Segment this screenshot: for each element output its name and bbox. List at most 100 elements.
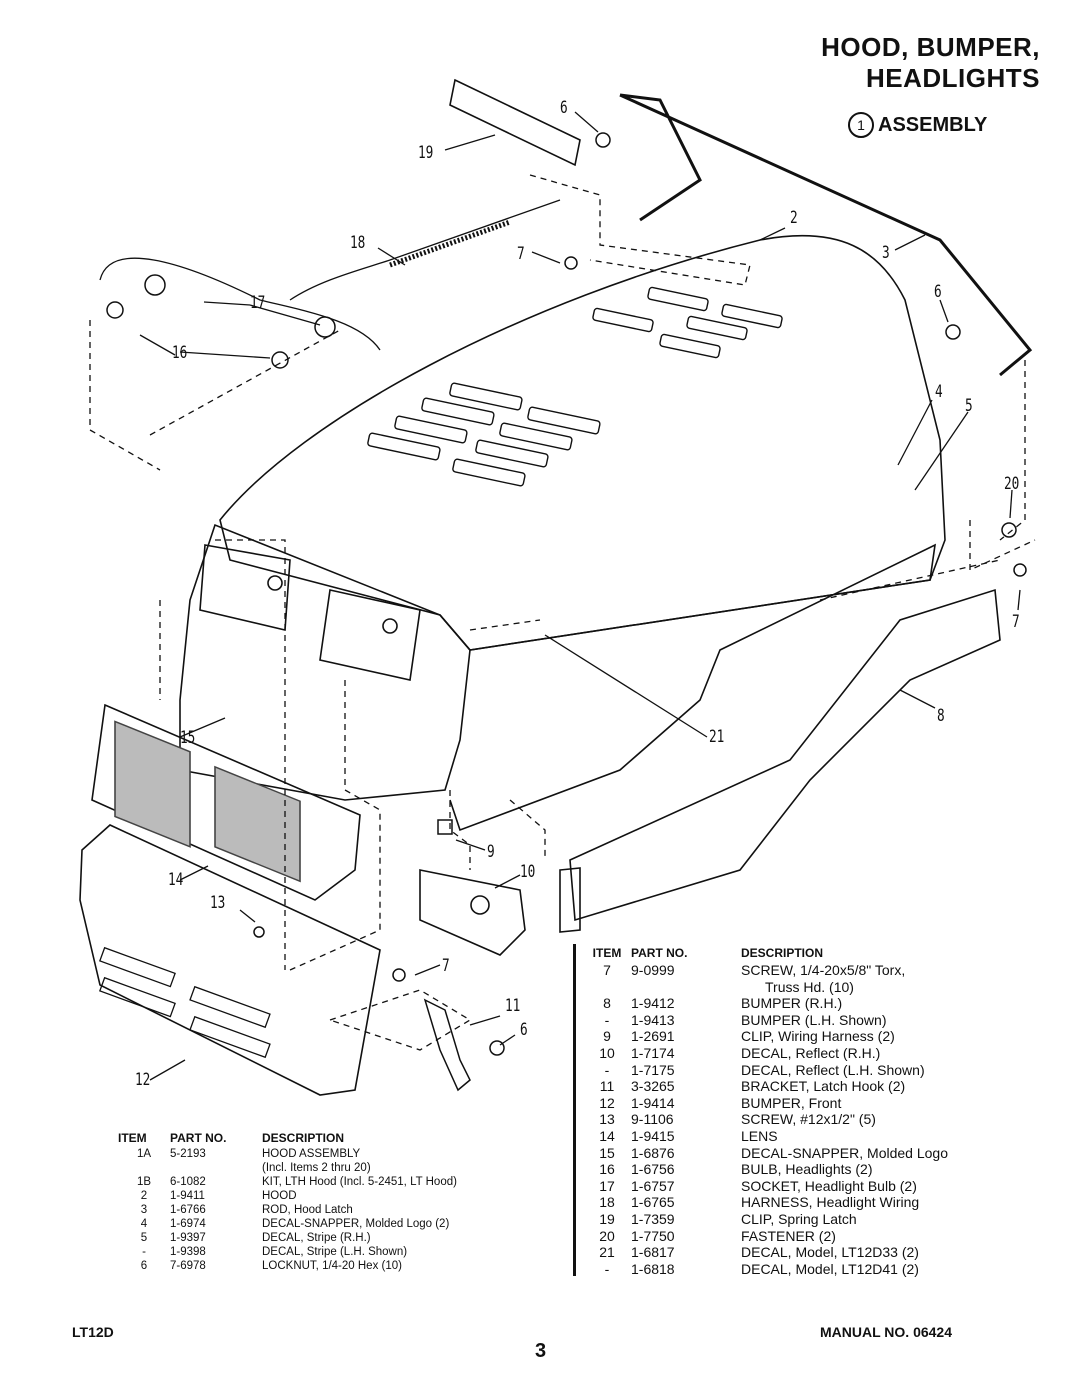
part-number-cell: 1-9411 (170, 1190, 205, 1202)
table-row: 10 1-7174 DECAL, Reflect (R.H.) (583, 1045, 948, 1062)
item-cell: 20 (599, 1227, 615, 1244)
part-number-cell: 1-2691 (631, 1028, 675, 1045)
callout-2: 2 (790, 208, 798, 228)
part-number-cell: 1-6817 (631, 1244, 675, 1261)
callout-6-right: 6 (934, 282, 942, 302)
hood-front-grille-housing (179, 523, 471, 801)
part-number-cell: 9-1106 (631, 1111, 674, 1128)
hood-side-panel (439, 543, 937, 832)
assembly-number-badge: 1 (848, 112, 874, 138)
column-header-description: DESCRIPTION (741, 946, 824, 960)
reflect-decal (419, 869, 526, 956)
part-number-cell: 1-9414 (631, 1094, 675, 1111)
part-number-cell: 1-9413 (631, 1011, 675, 1028)
callout-18: 18 (350, 233, 366, 253)
headlight-bulb-hole-left (267, 575, 283, 591)
part-number-cell: 1-7750 (631, 1227, 675, 1244)
callout-7-bottom: 7 (442, 956, 450, 976)
front-bumper (79, 824, 381, 1096)
callout-12: 12 (135, 1070, 151, 1090)
callout-20: 20 (1004, 474, 1020, 494)
description-cell: DECAL, Stripe (L.H. Shown) (262, 1246, 408, 1258)
part-number-cell (170, 1161, 262, 1175)
item-cell: 19 (599, 1210, 615, 1227)
callout-6-top: 6 (560, 98, 568, 118)
item-cell: 9 (603, 1028, 611, 1045)
callout-19: 19 (418, 143, 434, 163)
table-row: 7 9-0999 SCREW, 1/4-20x5/8" Torx, (583, 962, 948, 979)
item-cell: 3 (140, 1204, 148, 1216)
table-row: (Incl. Items 2 thru 20) (118, 1161, 457, 1175)
callout-14: 14 (168, 870, 184, 890)
item-cell: 5 (140, 1232, 148, 1244)
model-number: LT12D (72, 1324, 114, 1340)
table-row: 6 7-6978 LOCKNUT, 1/4-20 Hex (10) (118, 1259, 457, 1273)
description-cell: BUMPER (L.H. Shown) (741, 1011, 887, 1028)
description-cell: DECAL, Reflect (R.H.) (741, 1044, 881, 1061)
item-cell: 2 (140, 1190, 148, 1202)
lens-grille-left (114, 720, 191, 848)
harness-coil (389, 219, 511, 268)
description-cell: Truss Hd. (10) (765, 978, 854, 995)
callout-8: 8 (937, 706, 945, 726)
item-cell: 1B (136, 1176, 152, 1188)
headlight-bulb-hole-right (382, 618, 398, 634)
description-cell: DECAL, Model, LT12D41 (2) (741, 1260, 919, 1277)
assembly-label: ASSEMBLY (878, 113, 988, 136)
item-cell: 7 (603, 962, 611, 978)
headlight-left (199, 544, 291, 631)
part-number-cell: 9-0999 (631, 962, 675, 978)
item-cell: 6 (140, 1260, 148, 1272)
description-cell: SCREW, 1/4-20x5/8" Torx, (741, 962, 906, 978)
part-number-cell: 5-2193 (170, 1148, 206, 1160)
callout-3: 3 (882, 243, 890, 263)
description-cell: DECAL, Model, LT12D33 (2) (741, 1244, 919, 1261)
description-cell: LOCKNUT, 1/4-20 Hex (10) (262, 1260, 402, 1272)
part-number-cell: 7-6978 (170, 1260, 206, 1272)
column-header-item: ITEM (118, 1131, 147, 1145)
page-title: HOOD, BUMPER, HEADLIGHTS (821, 32, 1040, 93)
description-cell: (Incl. Items 2 thru 20) (262, 1162, 371, 1174)
column-header-description: DESCRIPTION (262, 1131, 345, 1145)
front-bumper-slots (99, 946, 271, 1059)
item-cell (583, 979, 631, 996)
item-cell: 18 (599, 1194, 615, 1211)
callout-4: 4 (935, 382, 943, 402)
part-number-cell: 1-9412 (631, 995, 675, 1012)
callout-15: 15 (180, 728, 196, 748)
item-cell: 10 (599, 1044, 615, 1061)
callout-11: 11 (505, 996, 521, 1016)
callout-7-right: 7 (1012, 612, 1020, 632)
item-cell: 11 (599, 1078, 615, 1095)
part-number-cell: 1-7174 (631, 1044, 675, 1061)
item-cell: 15 (599, 1144, 615, 1161)
item-cell (118, 1161, 170, 1175)
description-cell: CLIP, Spring Latch (741, 1210, 857, 1227)
callout-13: 13 (210, 893, 226, 913)
callout-9: 9 (487, 842, 495, 862)
item-cell: - (604, 1260, 610, 1277)
item-cell: 14 (599, 1127, 615, 1144)
part-number-cell: 1-6757 (631, 1177, 675, 1194)
part-number-cell: 1-6766 (170, 1204, 206, 1216)
callout-leader-lines (139, 111, 1021, 1081)
item-cell: 4 (140, 1218, 148, 1230)
item-cell: 13 (599, 1111, 615, 1128)
hood-vents (367, 286, 783, 487)
table-divider-bar (573, 944, 576, 1276)
part-number-cell: 1-6756 (631, 1161, 675, 1178)
description-cell: DECAL-SNAPPER, Molded Logo (2) (262, 1218, 450, 1230)
table-row: Truss Hd. (10) (583, 979, 948, 996)
